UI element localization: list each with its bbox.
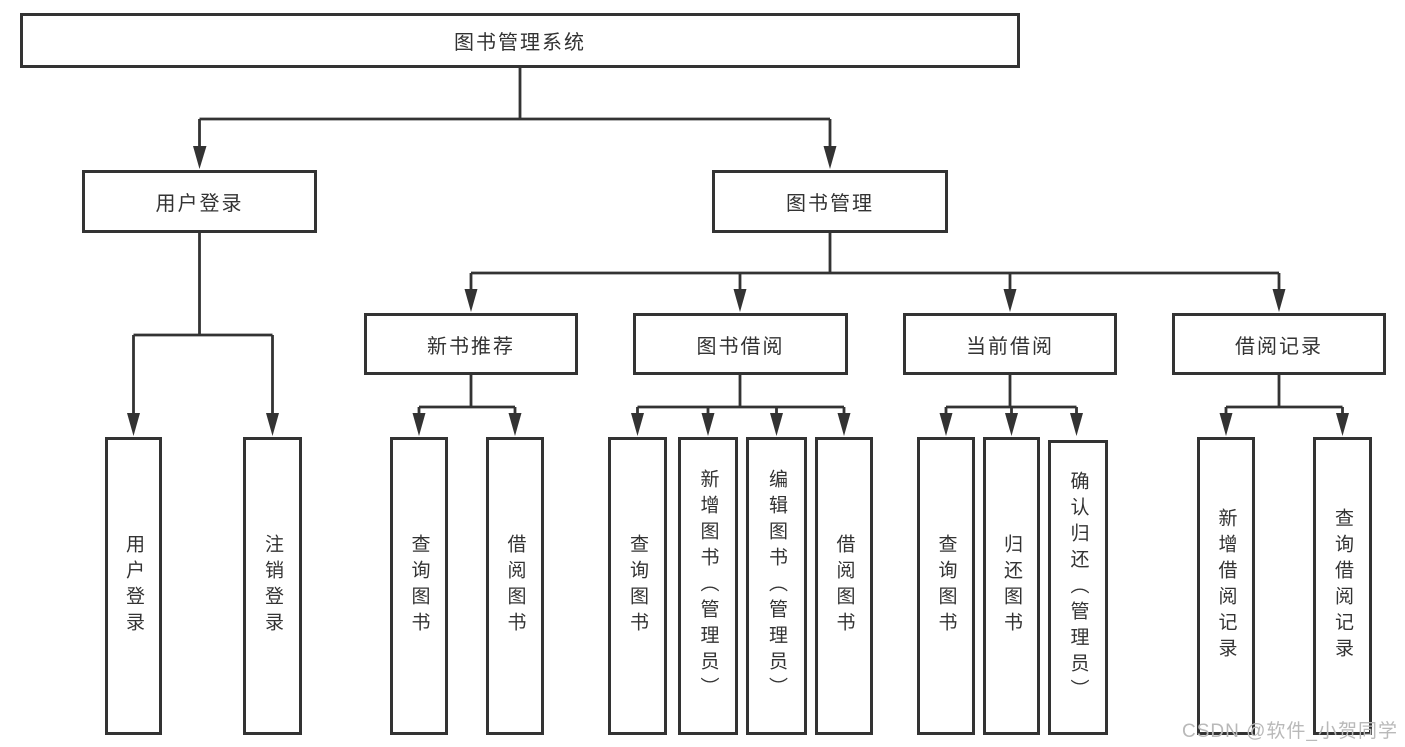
node-label: 新增图书（管理员）: [697, 469, 719, 703]
node-borrow-records: 借阅记录: [1172, 313, 1386, 375]
node-label: 借阅记录: [1235, 335, 1323, 358]
connector-borrow-records-children: [1219, 375, 1349, 436]
node-label: 用户登录: [155, 193, 244, 215]
leaf-borrow-books-recommend: 借阅图书: [486, 437, 544, 735]
node-user-login: 用户登录: [82, 170, 317, 233]
connector-user-login-children: [127, 233, 279, 436]
connector-book-management-children: [464, 233, 1286, 312]
connector-book-borrow-children: [631, 375, 851, 436]
node-label: 当前借阅: [966, 335, 1054, 358]
leaf-user-login: 用户登录: [105, 437, 162, 735]
node-new-book-recommend: 新书推荐: [364, 313, 578, 375]
node-label: 图书借阅: [696, 335, 785, 358]
node-label: 图书管理: [786, 193, 874, 215]
leaf-return-books: 归还图书: [983, 437, 1040, 735]
leaf-query-books-borrow: 查询图书: [608, 437, 667, 735]
connector-current-borrow-children: [939, 375, 1083, 436]
leaf-borrow-books: 借阅图书: [815, 437, 873, 735]
node-book-management: 图书管理: [712, 170, 948, 233]
node-book-borrow: 图书借阅: [633, 313, 848, 375]
csdn-watermark: CSDN @软件_小贺同学: [1182, 721, 1398, 742]
node-label: 注销登录: [262, 534, 283, 638]
node-label: 查询图书: [627, 534, 648, 638]
node-label: 归还图书: [1001, 534, 1022, 638]
node-label: 查询图书: [408, 534, 430, 638]
leaf-add-borrow-record: 新增借阅记录: [1197, 437, 1255, 735]
node-root-system: 图书管理系统: [20, 13, 1020, 68]
node-label: 编辑图书（管理员）: [766, 469, 787, 703]
leaf-query-books-current: 查询图书: [917, 437, 975, 735]
node-label: 确认归还（管理员）: [1067, 470, 1089, 705]
leaf-logout: 注销登录: [243, 437, 302, 735]
leaf-edit-book-admin: 编辑图书（管理员）: [746, 437, 807, 735]
node-label: 图书管理系统: [454, 32, 586, 54]
node-label: 新增借阅记录: [1215, 508, 1237, 664]
leaf-add-book-admin: 新增图书（管理员）: [678, 437, 738, 735]
connector-new-book-children: [412, 375, 522, 436]
node-label: 新书推荐: [427, 335, 515, 358]
node-label: 用户登录: [123, 534, 144, 638]
leaf-confirm-return-admin: 确认归还（管理员）: [1048, 440, 1108, 735]
leaf-query-books-recommend: 查询图书: [390, 437, 448, 735]
leaf-query-borrow-record: 查询借阅记录: [1313, 437, 1372, 735]
connector-root-to-level2: [193, 68, 837, 169]
node-label: 借阅图书: [833, 534, 855, 638]
node-current-borrow: 当前借阅: [903, 313, 1117, 375]
node-label: 借阅图书: [504, 534, 526, 638]
node-label: 查询图书: [935, 534, 957, 638]
node-label: 查询借阅记录: [1332, 508, 1353, 664]
